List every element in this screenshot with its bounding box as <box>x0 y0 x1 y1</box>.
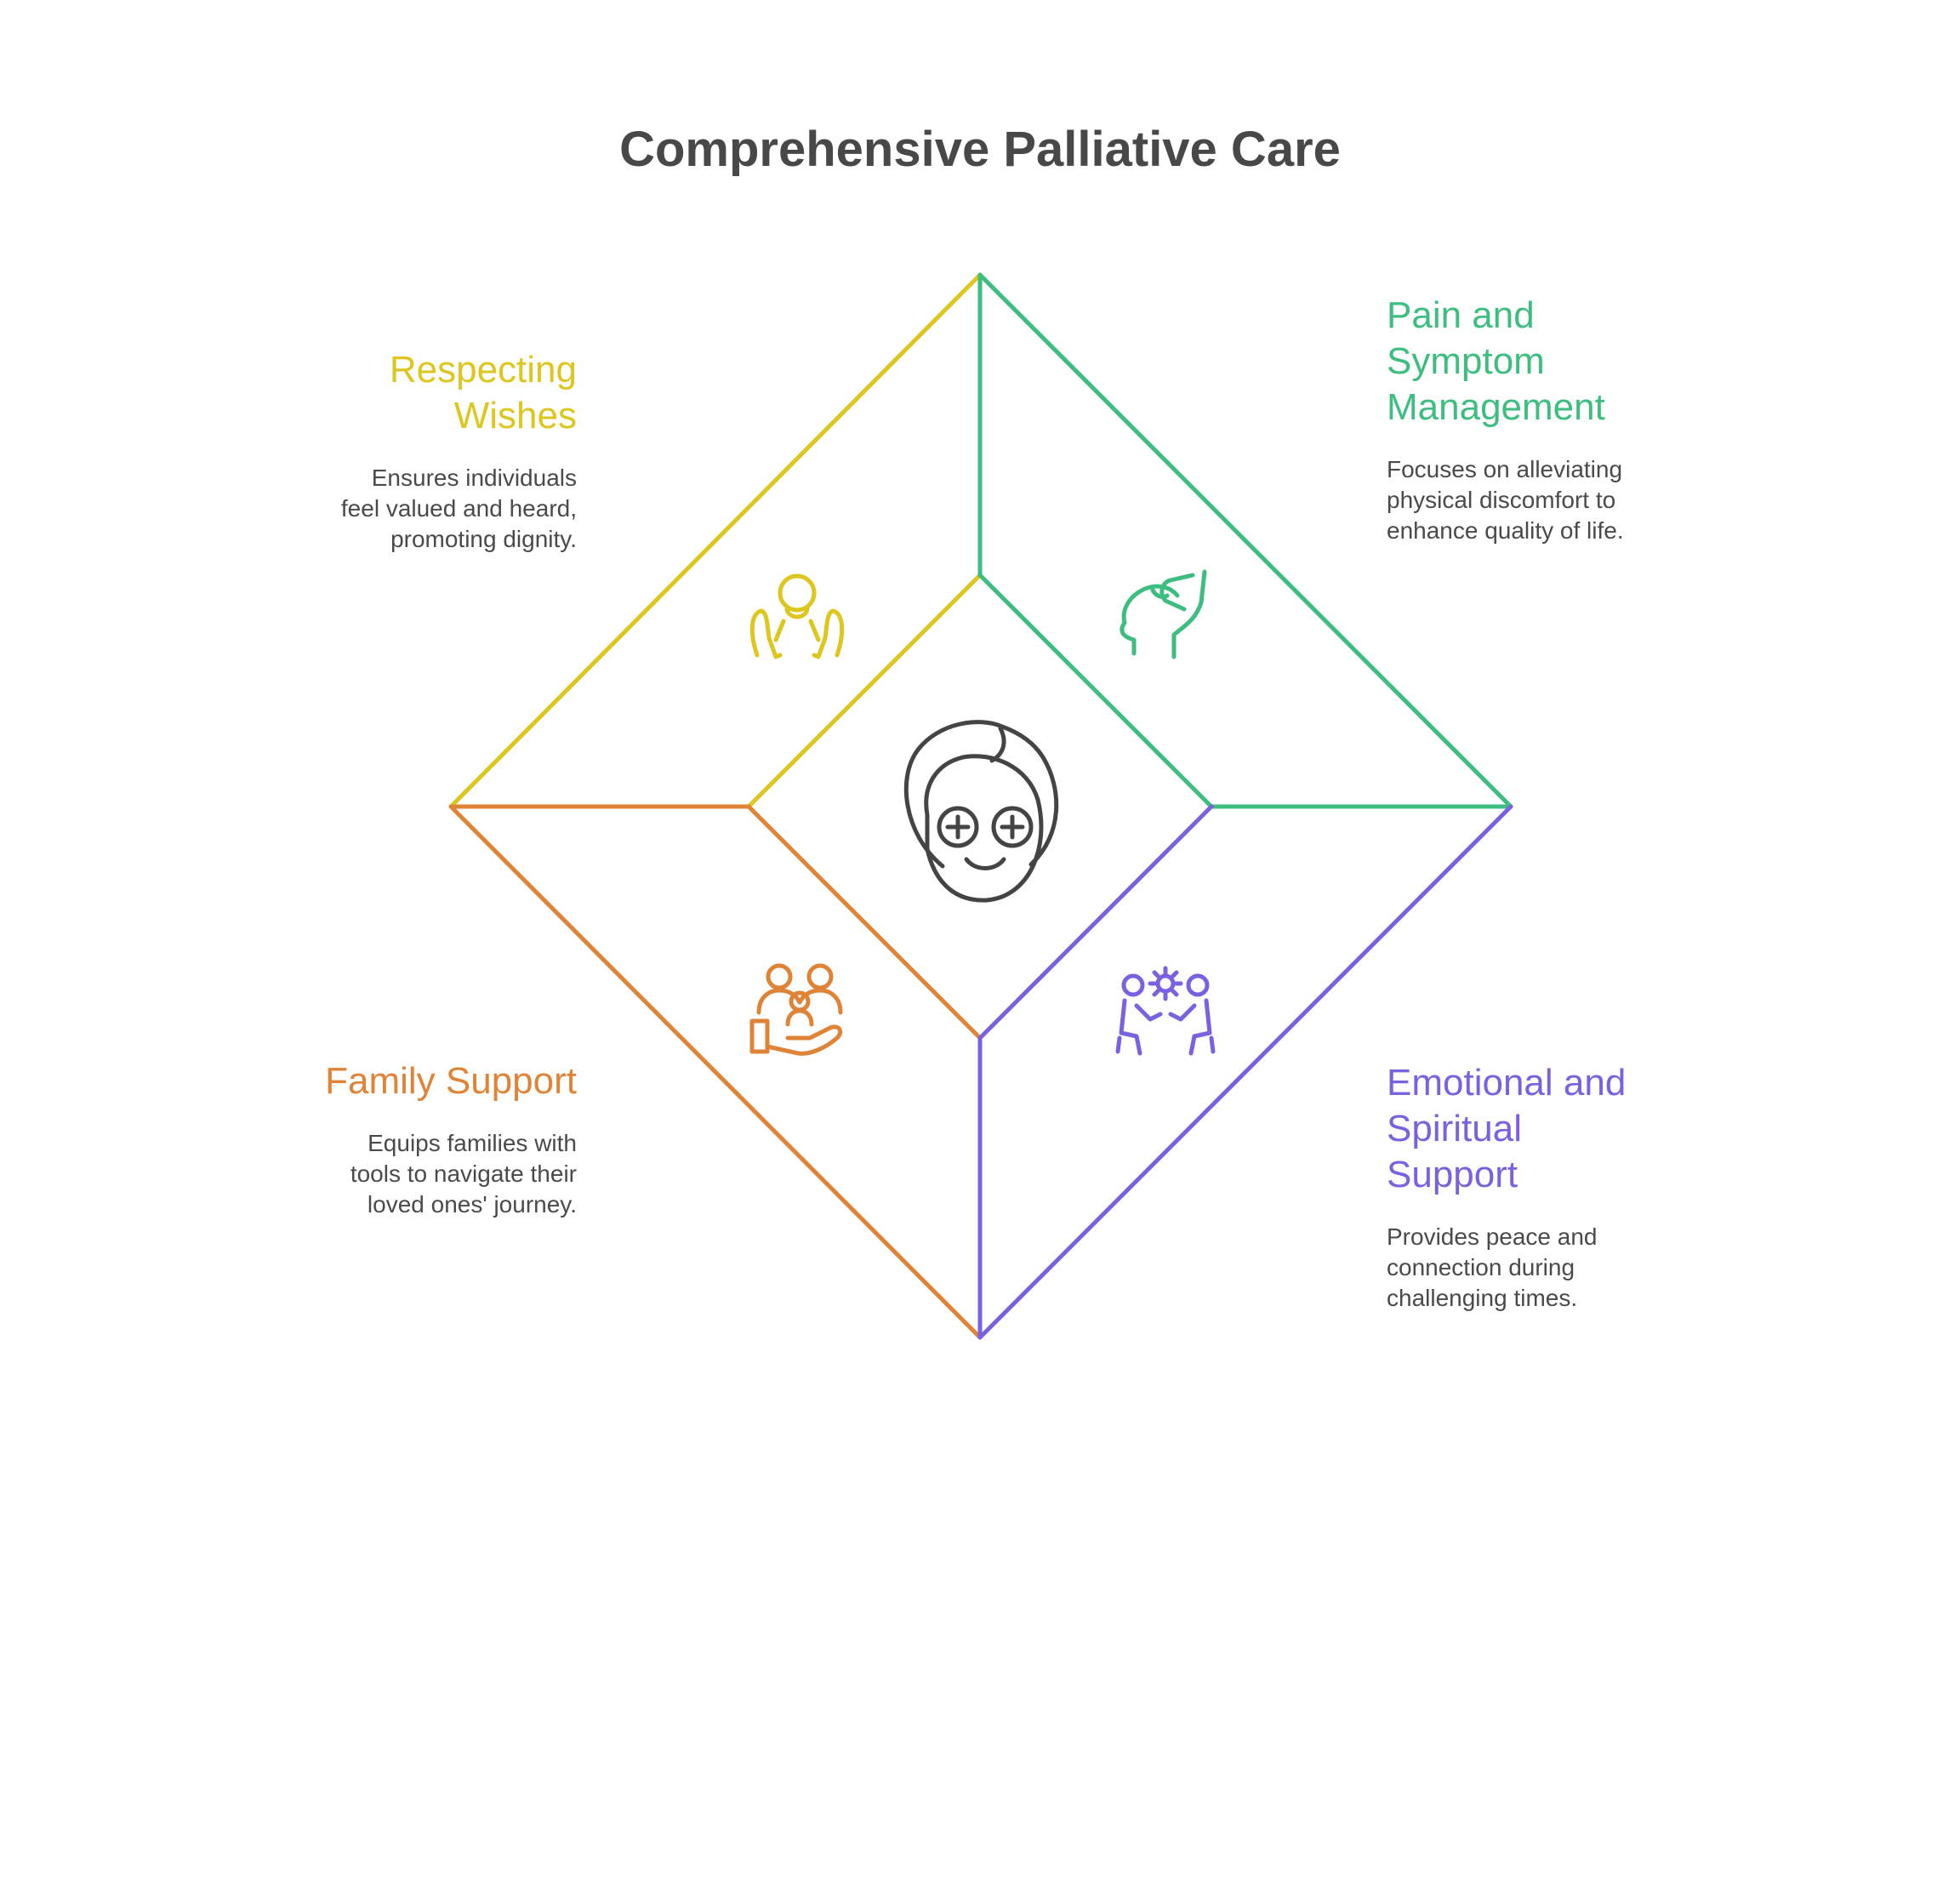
heading-line: Wishes <box>453 395 577 436</box>
right-eye-cross <box>1000 814 1025 840</box>
hand-on-head-icon <box>1120 569 1207 659</box>
person-right-arm <box>1168 1003 1197 1022</box>
parent-left-body <box>756 988 802 1015</box>
desc-line: Provides peace and <box>1387 1223 1598 1250</box>
person-shoulders <box>773 619 821 642</box>
hair <box>903 720 1059 869</box>
desc-line: connection during <box>1387 1254 1575 1280</box>
section-family-description: Equips families with tools to navigate t… <box>296 1128 577 1220</box>
smiling-face-icon <box>903 720 1059 903</box>
parent-left-head <box>766 963 793 990</box>
heading-line: Respecting <box>389 349 577 391</box>
smile <box>964 857 1006 870</box>
section-wishes-heading: Respecting Wishes <box>296 347 577 439</box>
spark-center <box>1155 973 1176 994</box>
section-emotional-heading: Emotional and Spiritual Support <box>1387 1060 1693 1198</box>
segment-emotional <box>977 804 1513 1340</box>
heading-line: Spiritual <box>1387 1108 1522 1149</box>
desc-line: physical discomfort to <box>1387 487 1616 513</box>
desc-line: challenging times. <box>1387 1285 1578 1311</box>
person-left-head <box>1121 973 1145 997</box>
heading-line: Support <box>1387 1154 1518 1195</box>
cuff <box>749 1018 770 1054</box>
section-wishes-description: Ensures individuals feel valued and hear… <box>296 463 577 555</box>
arm <box>1171 569 1207 659</box>
desc-line: Focuses on alleviating <box>1387 456 1623 482</box>
section-family: Family Support Equips families with tool… <box>296 1058 577 1220</box>
section-wishes: Respecting Wishes Ensures individuals fe… <box>296 347 577 555</box>
spark-rays <box>1148 966 1183 1001</box>
heading-line: Management <box>1387 386 1605 428</box>
section-pain: Pain and Symptom Management Focuses on a… <box>1387 293 1693 546</box>
person-left-arm <box>1134 1003 1163 1022</box>
page-title: Comprehensive Palliative Care <box>619 122 1341 177</box>
left-eye-cross <box>945 814 971 840</box>
person-left-body <box>1119 998 1142 1056</box>
person-neck <box>784 607 810 619</box>
section-emotional-description: Provides peace and connection during cha… <box>1387 1222 1693 1314</box>
desc-line: Equips families with <box>368 1130 577 1156</box>
section-emotional: Emotional and Spiritual Support Provides… <box>1387 1060 1693 1314</box>
heading-line: Symptom <box>1387 340 1545 382</box>
open-hand <box>765 1024 843 1056</box>
desc-line: tools to navigate their <box>350 1160 577 1187</box>
person-right-head <box>1186 973 1210 997</box>
hand <box>1159 573 1195 612</box>
people-connection-icon <box>1115 966 1216 1056</box>
family-in-hand-icon <box>749 963 843 1056</box>
section-family-heading: Family Support <box>296 1058 577 1104</box>
heading-line: Family Support <box>325 1060 577 1102</box>
person-raised-hands-icon <box>749 573 845 659</box>
desc-line: Ensures individuals <box>371 465 577 491</box>
section-pain-description: Focuses on alleviating physical discomfo… <box>1387 454 1693 546</box>
right-eye <box>991 806 1034 848</box>
legs <box>1115 1035 1216 1054</box>
right-hand <box>812 608 845 659</box>
parent-right-body <box>797 988 843 1015</box>
child-body <box>785 1008 814 1027</box>
heading-line: Emotional and <box>1387 1062 1627 1103</box>
person-head <box>778 573 817 613</box>
desc-line: feel valued and heard, <box>340 495 577 522</box>
parent-right-head <box>806 963 834 990</box>
left-eye <box>937 806 979 848</box>
face <box>924 754 1044 903</box>
left-hand <box>749 608 783 659</box>
hair-curl <box>989 726 1006 763</box>
desc-line: promoting dignity. <box>390 526 577 552</box>
desc-line: loved ones' journey. <box>367 1191 577 1218</box>
section-pain-heading: Pain and Symptom Management <box>1387 293 1693 431</box>
fingers <box>1149 585 1170 600</box>
heading-line: Pain and <box>1387 294 1535 336</box>
desc-line: enhance quality of life. <box>1387 517 1624 544</box>
person-right-body <box>1188 998 1212 1056</box>
segment-emotional-outline <box>977 804 1513 1340</box>
